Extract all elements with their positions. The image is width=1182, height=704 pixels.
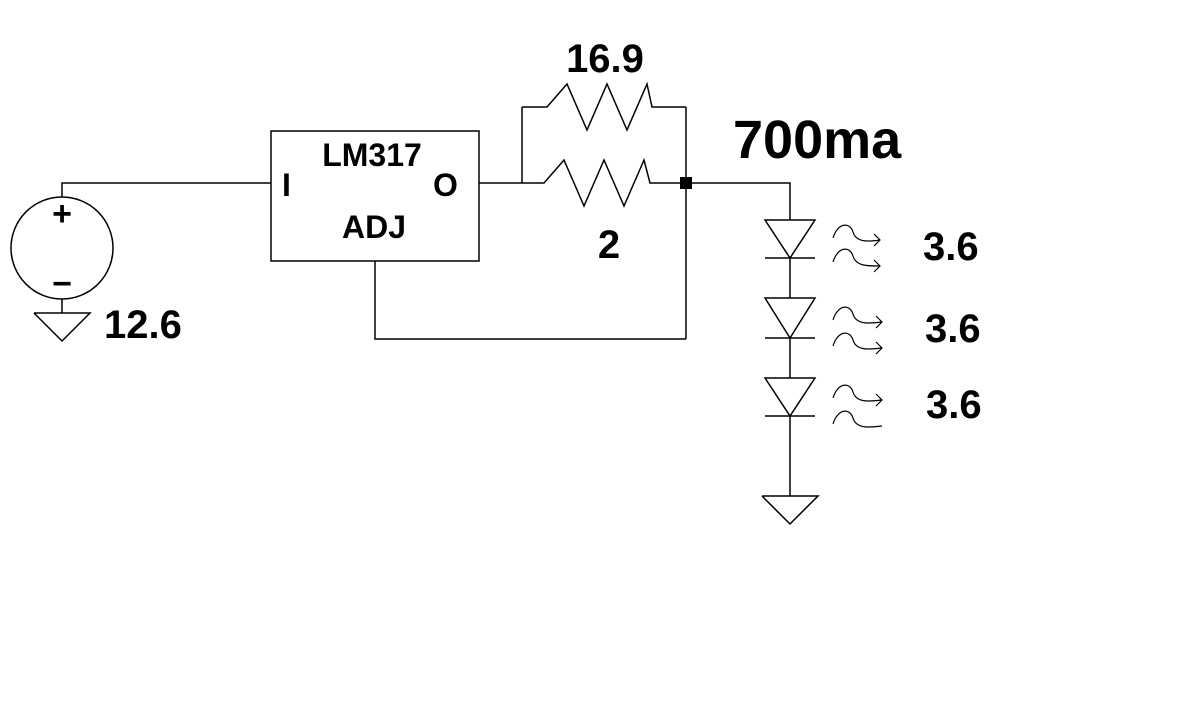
led-2 (763, 297, 883, 355)
led-1 (763, 219, 881, 273)
regulator-name: LM317 (322, 137, 422, 173)
plus-sign: + (52, 195, 72, 233)
led-ground (761, 416, 820, 526)
source-ground (33, 299, 92, 343)
light-emission-arrow-icon (832, 384, 883, 428)
voltage-source: + − (10, 195, 114, 303)
light-emission-arrow-icon (832, 306, 883, 355)
wire-source-to-regulator (61, 182, 271, 197)
current-label: 700ma (733, 110, 902, 170)
resistor-top (522, 81, 686, 132)
led-icon (763, 297, 817, 340)
led-icon (763, 377, 817, 418)
regulator-pin-out: O (433, 167, 458, 203)
light-emission-arrow-icon (832, 224, 881, 273)
led-2-voltage: 3.6 (925, 307, 981, 351)
resistor-top-value: 16.9 (566, 37, 644, 81)
resistor-icon (522, 157, 686, 208)
resistor-bottom-value: 2 (598, 223, 620, 267)
ground-icon (761, 495, 820, 526)
wire-adj-feedback (374, 261, 686, 340)
lm317-regulator: LM317 I O ADJ (270, 130, 480, 262)
resistor-bottom (522, 157, 686, 208)
led-3 (763, 377, 883, 428)
regulator-pin-in: I (282, 167, 291, 203)
source-voltage-label: 12.6 (104, 303, 182, 347)
minus-sign: − (52, 265, 72, 303)
led-1-voltage: 3.6 (923, 225, 979, 269)
regulator-pin-adj: ADJ (342, 209, 406, 245)
ground-icon (33, 312, 92, 343)
resistor-icon (522, 81, 686, 132)
led-icon (763, 219, 817, 260)
wire-to-leds (686, 182, 791, 220)
led-3-voltage: 3.6 (926, 383, 982, 427)
